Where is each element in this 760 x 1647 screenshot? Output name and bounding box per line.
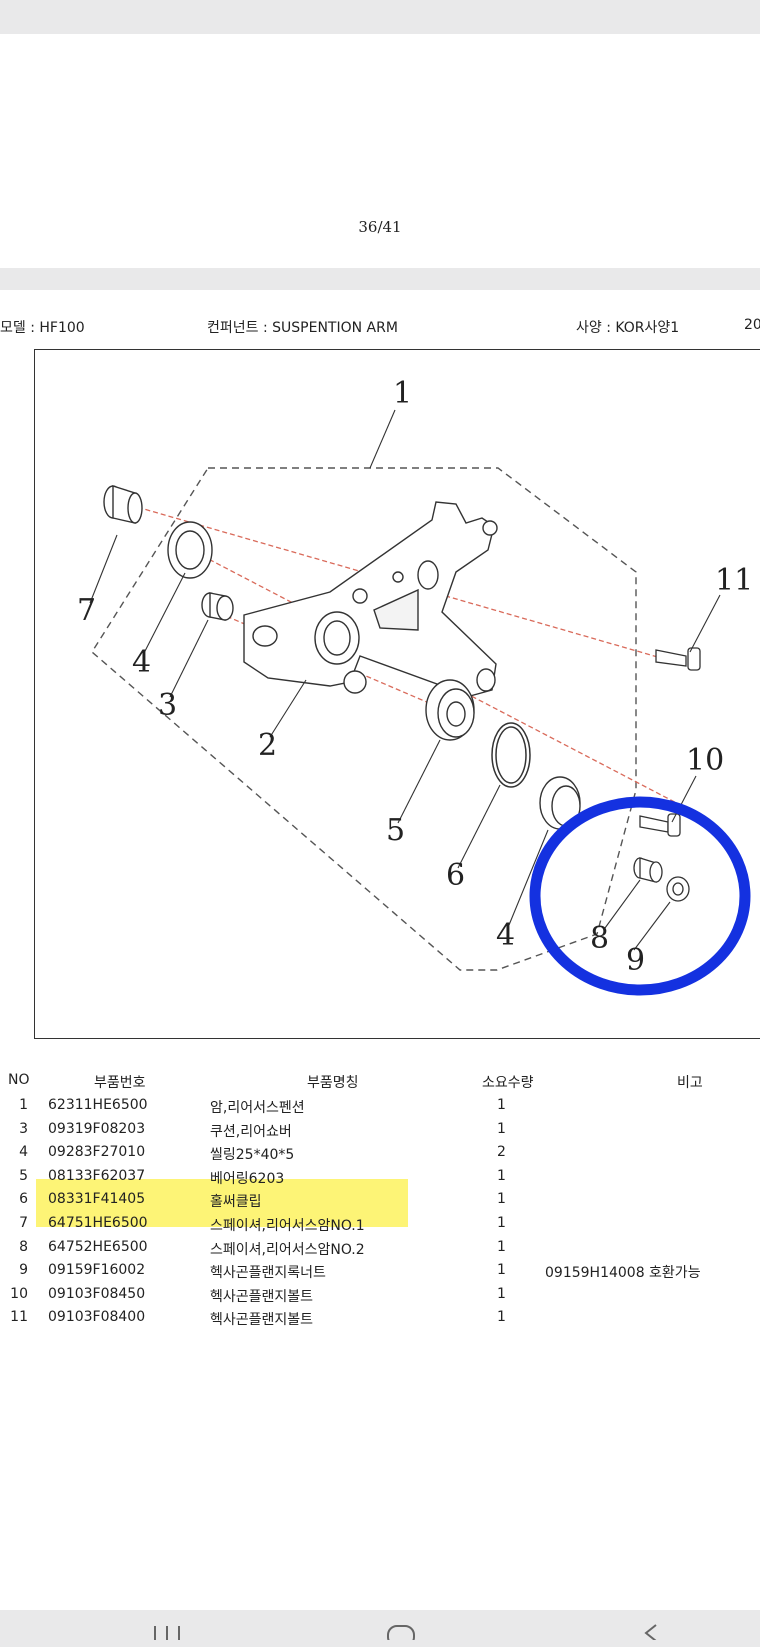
diagram-frame [34,349,760,1039]
table-cell-part-no: 09103F08400 [48,1309,146,1326]
home-icon[interactable] [386,1624,416,1647]
callout-9: 9 [626,943,645,978]
table-cell-part-no: 62311HE6500 [48,1097,148,1113]
table-cell-note: 09159H14008 호환가능 [545,1265,701,1282]
spec-label: 사양 : KOR사양1 [576,320,680,336]
table-cell-qty: 1 [497,1191,506,1208]
col-header-no: NO [8,1072,30,1088]
table-cell-no: 11 [10,1309,28,1326]
table-cell-part-no: 09283F27010 [48,1144,146,1161]
table-cell-qty: 1 [497,1215,506,1231]
table-cell-qty: 2 [497,1144,506,1161]
part-10-bolt [639,813,681,837]
part-11-bolt [655,647,701,671]
table-cell-part-no: 64752HE6500 [48,1238,148,1255]
table-cell-name: 헥사곤플랜지볼트 [210,1288,314,1305]
table-cell-no: 8 [19,1238,28,1255]
exploded-parts-diagram: 1 7 4 3 2 5 6 4 8 9 11 10 [77,376,753,996]
callout-10: 10 [686,743,724,778]
callout-4b: 4 [496,918,515,953]
table-cell-qty: 1 [497,1309,506,1326]
table-cell-no: 4 [19,1144,28,1161]
table-cell-no: 9 [19,1262,28,1279]
table-cell-qty: 1 [497,1097,506,1113]
table-cell-qty: 1 [497,1238,506,1255]
previous-page: 36/41 [0,34,760,268]
table-cell-name: 헥사곤플랜지볼트 [210,1312,314,1329]
table-cell-name: 스페이셔,리어서스암NO.2 [210,1241,365,1258]
parts-page: 모델 : HF100 컨퍼넌트 : SUSPENTION ARM 사양 : KO… [0,290,760,1610]
part-9-nut [666,876,690,902]
table-cell-no: 6 [19,1191,28,1208]
col-header-qty: 소요수량 [482,1075,534,1091]
callout-7: 7 [77,593,96,628]
table-cell-no: 3 [19,1120,28,1137]
table-cell-no: 10 [10,1285,28,1302]
model-label: 모델 : HF100 [0,320,85,336]
part-5-bearing [425,679,475,741]
part-4-seal-upper [167,521,213,579]
table-cell-no: 7 [19,1215,28,1231]
table-cell-part-no: 08331F41405 [48,1191,146,1208]
callout-2: 2 [258,728,277,763]
assembly-boundary [91,467,637,971]
navigation-bar [0,1610,760,1647]
part-6-circlip [491,722,531,788]
table-cell-name: 스페이셔,리어서스암NO.1 [210,1218,365,1234]
callout-4a: 4 [132,645,151,680]
table-cell-name: 암,리어서스펜션 [210,1100,305,1116]
table-cell-name: 씰링25*40*5 [210,1147,295,1164]
col-header-name: 부품명칭 [307,1075,359,1091]
axis-line-lower [194,551,691,811]
row-highlight [36,1179,408,1227]
table-cell-part-no: 08133F62037 [48,1167,146,1184]
callout-1: 1 [393,376,412,411]
callout-5: 5 [386,813,405,848]
part-8-spacer [633,857,663,883]
callout-8: 8 [590,921,609,956]
table-cell-part-no: 09159F16002 [48,1262,146,1279]
table-cell-name: 헥사곤플랜지록너트 [210,1265,326,1282]
table-cell-qty: 1 [497,1262,506,1279]
table-cell-qty: 1 [497,1167,506,1184]
header-extra: 20 [744,317,760,333]
table-cell-qty: 1 [497,1285,506,1302]
table-cell-no: 5 [19,1167,28,1184]
component-label: 컨퍼넌트 : SUSPENTION ARM [207,320,398,336]
callout-6: 6 [446,858,465,893]
table-cell-part-no: 09319F08203 [48,1120,146,1137]
highlight-circle [529,796,751,996]
table-cell-part-no: 09103F08450 [48,1285,146,1302]
table-cell-name: 홀써클립 [210,1194,262,1211]
callout-11: 11 [715,563,753,598]
table-cell-part-no: 64751HE6500 [48,1215,148,1231]
table-cell-qty: 1 [497,1120,506,1137]
page-number: 36/41 [358,218,402,236]
part-7-spacer [103,485,143,524]
callout-3: 3 [158,688,177,723]
col-header-note: 비고 [677,1075,703,1091]
axis-line-upper [129,504,669,661]
leader-lines [89,409,721,951]
table-cell-name: 베어링6203 [210,1170,285,1187]
part-3-cushion [201,592,234,621]
table-cell-no: 1 [19,1097,28,1113]
table-cell-name: 쿠션,리어쇼버 [210,1123,292,1140]
back-icon[interactable] [642,1624,662,1645]
recent-apps-icon[interactable] [152,1624,182,1645]
part-2-arm [243,501,498,697]
col-header-part-no: 부품번호 [94,1075,146,1091]
